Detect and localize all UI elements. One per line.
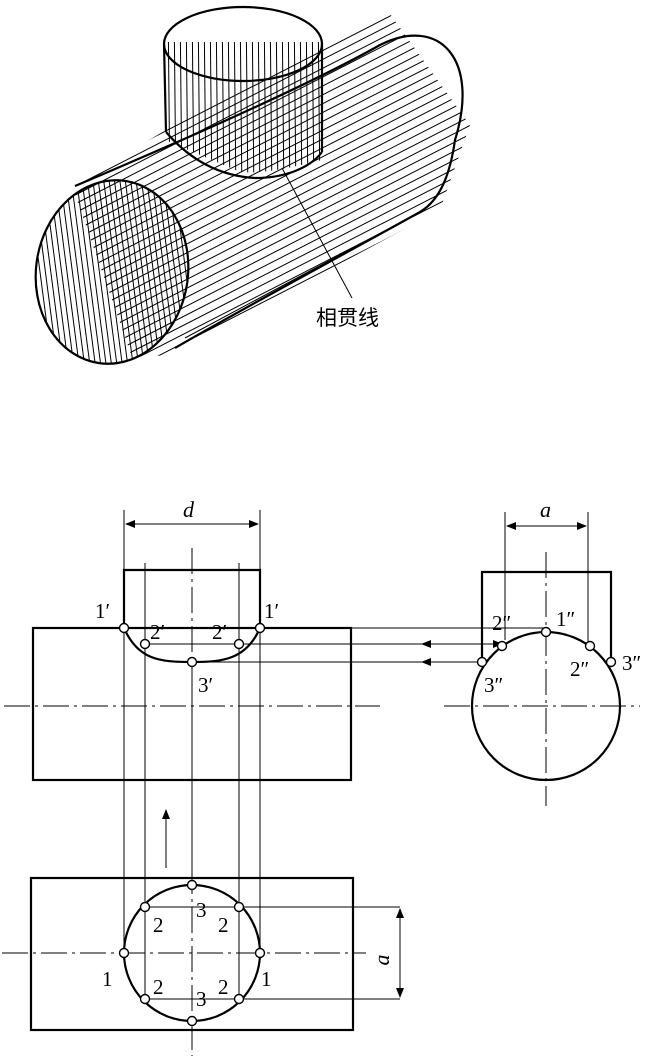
side-point-3-left (476, 656, 488, 668)
intersection-points (118, 622, 617, 1027)
callout-leader (281, 167, 353, 299)
branch-hatch-line (317, 42, 321, 173)
branch-hatch-line (257, 42, 261, 173)
end-face-hatch-line (68, 170, 100, 374)
front-point-1-right (254, 622, 266, 634)
front-point-2-left (139, 638, 151, 650)
isometric-view: 相贯线 (23, 0, 470, 374)
side-point-2-right (584, 640, 596, 652)
main-cylinder-hatch-line (130, 142, 470, 353)
top-point-2-ur (233, 901, 245, 913)
label-side-1: 1″ (556, 607, 575, 631)
top-point-2-ul (139, 901, 151, 913)
intersection-curve (165, 131, 323, 180)
branch-hatch-line (227, 42, 231, 173)
branch-hatch-line (197, 42, 201, 173)
branch-hatch-line (185, 42, 189, 173)
dim-d-label: d (183, 497, 195, 522)
label-front-2-left: 2′ (150, 620, 165, 644)
main-cylinder-outline (74, 34, 464, 349)
end-face-hatch-line (100, 170, 132, 374)
end-face-hatch-line (78, 170, 110, 374)
label-top-2-lr: 2 (218, 975, 229, 999)
label-front-1-right: 1′ (264, 599, 279, 623)
projection-lines (123, 563, 546, 1000)
front-point-1-left (118, 622, 130, 634)
side-point-1 (540, 626, 552, 638)
end-face-hatch-line (89, 170, 121, 374)
intersection-line-label: 相贯线 (316, 306, 379, 330)
top-point-1-right (254, 947, 266, 959)
main-cylinder-hatch-line (106, 74, 470, 286)
branch-hatch-line (221, 42, 225, 173)
main-cylinder-hatch-line (138, 164, 470, 360)
branch-hatch-line (239, 42, 243, 173)
branch-hatch-line (179, 42, 183, 173)
main-cylinder-bottom-edge (184, 211, 421, 339)
side-point-3-right (605, 656, 617, 668)
branch-hatch-line (263, 42, 267, 173)
label-top-2-ul: 2 (153, 913, 164, 937)
top-dim-a-label: a (369, 955, 394, 966)
label-front-1-left: 1′ (95, 599, 110, 623)
label-side-3-left: 3″ (484, 673, 503, 697)
label-side-3-right: 3″ (622, 651, 641, 675)
label-top-1-right: 1 (261, 967, 272, 991)
label-front-2-right: 2′ (212, 620, 227, 644)
main-cylinder-hatch-line (117, 104, 470, 316)
top-point-2-lr (233, 993, 245, 1005)
main-cylinder-hatch-line (140, 172, 470, 360)
branch-hatch-line (245, 42, 249, 173)
main-cylinder-hatch-line (98, 52, 470, 263)
main-cylinder-hatch-line (143, 179, 470, 360)
label-top-2-ll: 2 (153, 975, 164, 999)
point-labels: 1′ 1′ 2′ 2′ 3′ 2″ 1″ 2″ 3″ 3″ 1 1 2 2 2 … (95, 599, 641, 1011)
top-point-3-top (186, 879, 198, 891)
main-cylinder-hatch-line (119, 112, 470, 323)
main-cylinder-hatch-line (93, 37, 470, 248)
end-face-hatch-line (111, 170, 143, 374)
branch-hatch-line (281, 42, 285, 173)
main-cylinder-hatch-line (80, 0, 470, 211)
main-cylinder-hatch-line (111, 89, 470, 301)
front-point-3 (186, 656, 198, 668)
main-cylinder-hatch-line (145, 187, 470, 360)
top-point-2-ll (139, 993, 151, 1005)
end-face-hatch-line (105, 170, 137, 374)
branch-hatch-line (233, 42, 237, 173)
main-cylinder-hatch-line (75, 0, 470, 196)
main-cylinder-hatch-line (85, 14, 470, 226)
top-point-3-bottom (186, 1015, 198, 1027)
label-top-2-ur: 2 (218, 913, 229, 937)
end-face-hatch-line (84, 170, 116, 374)
branch-hatch-line (203, 42, 207, 173)
side-point-2-left (496, 640, 508, 652)
branch-hatch-line (287, 42, 291, 173)
top-view: a (2, 868, 404, 1056)
label-top-3-top: 3 (196, 898, 207, 922)
label-side-2-lower: 2″ (570, 657, 589, 681)
main-cylinder-hatch-line (90, 29, 470, 241)
side-view: a (444, 497, 640, 806)
main-cylinder-hatch-line (132, 149, 470, 360)
branch-hatch-line (305, 42, 309, 173)
end-face-hatch-line (116, 170, 148, 374)
label-side-2-upper: 2″ (492, 611, 511, 635)
label-front-3: 3′ (198, 673, 213, 697)
label-top-3-bottom: 3 (196, 987, 207, 1011)
end-face-hatch-line (95, 170, 127, 374)
side-dim-a-label: a (540, 497, 551, 522)
branch-left-edge (162, 43, 168, 133)
branch-hatch-line (275, 42, 279, 173)
top-point-1-left (118, 947, 130, 959)
main-cylinder-hatch-line (103, 67, 470, 278)
end-face-outline (34, 179, 190, 365)
main-cylinder-hatch-line (109, 82, 470, 293)
branch-hatch-line (251, 42, 255, 173)
branch-top-ellipse (162, 5, 324, 83)
label-top-1-left: 1 (102, 967, 113, 991)
front-point-2-right (233, 638, 245, 650)
end-face-hatch-line (73, 170, 105, 374)
